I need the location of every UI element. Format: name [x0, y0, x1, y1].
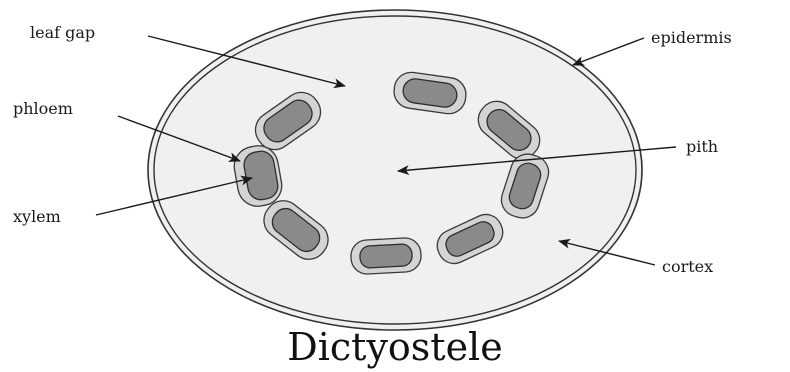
label-phloem: phloem [13, 99, 73, 118]
epidermis-outline [148, 10, 642, 330]
label-cortex: cortex [662, 257, 713, 276]
label-epidermis: epidermis [651, 28, 732, 47]
label-xylem: xylem [13, 207, 61, 226]
stem-ellipses [148, 10, 642, 330]
label-pith: pith [686, 137, 718, 156]
label-leaf-gap: leaf gap [30, 23, 95, 42]
diagram-caption: Dictyostele [287, 325, 502, 369]
vascular-bundle-bottom [350, 237, 422, 275]
xylem-core [359, 244, 412, 269]
epidermis-arrow [573, 38, 644, 65]
